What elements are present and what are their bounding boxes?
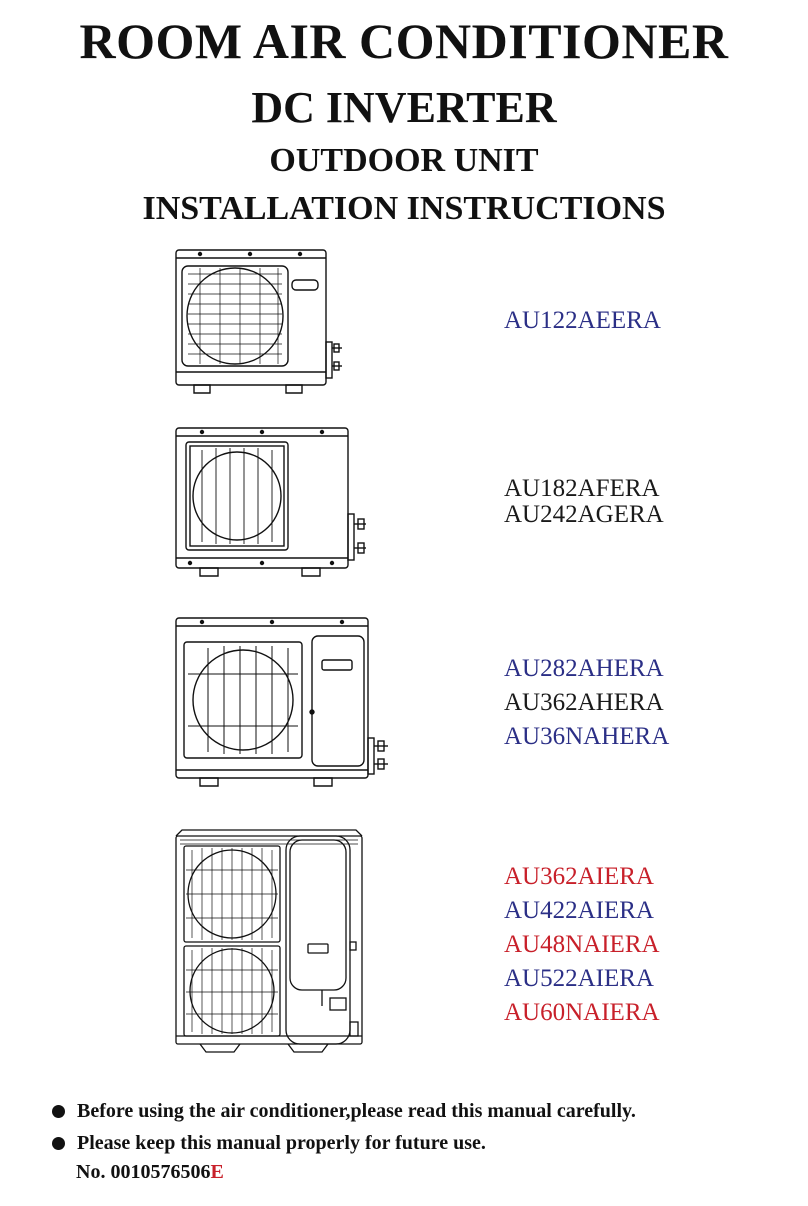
note-text: Before using the air conditioner,please … bbox=[77, 1099, 636, 1122]
outdoor-unit-dual-fan-illustration bbox=[170, 826, 370, 1062]
model-number: AU36NAHERA bbox=[504, 723, 670, 750]
model-list-unit-1: AU122AEERA bbox=[504, 304, 661, 338]
model-list-unit-4: AU362AIERA AU422AIERA AU48NAIERA AU522AI… bbox=[504, 860, 660, 1030]
outdoor-unit-small-illustration bbox=[170, 244, 350, 399]
model-number: AU48NAIERA bbox=[504, 931, 660, 958]
model-number: AU182AFERA bbox=[504, 475, 660, 502]
model-list-unit-2: AU182AFERA AU242AGERA bbox=[504, 472, 664, 532]
note-text: Please keep this manual properly for fut… bbox=[77, 1131, 486, 1154]
model-number: AU122AEERA bbox=[504, 307, 661, 334]
document-subtitle: DC INVERTER bbox=[251, 83, 557, 132]
model-number: AU522AIERA bbox=[504, 965, 654, 992]
outdoor-unit-medium-illustration bbox=[172, 424, 372, 584]
document-number: No. 0010576506E bbox=[76, 1161, 224, 1184]
bullet-icon bbox=[52, 1104, 65, 1118]
note-item: Please keep this manual properly for fut… bbox=[52, 1127, 636, 1159]
model-number: AU362AHERA bbox=[504, 689, 664, 716]
model-number: AU422AIERA bbox=[504, 897, 654, 924]
model-number: AU362AIERA bbox=[504, 863, 654, 890]
unit-type-heading: OUTDOOR UNIT bbox=[269, 142, 539, 179]
bullet-icon bbox=[52, 1136, 65, 1150]
model-list-unit-3: AU282AHERA AU362AHERA AU36NAHERA bbox=[504, 652, 669, 754]
instructions-heading: INSTALLATION INSTRUCTIONS bbox=[142, 190, 666, 227]
document-number-suffix: E bbox=[210, 1161, 224, 1183]
notes-list: Before using the air conditioner,please … bbox=[52, 1095, 636, 1159]
document-title: ROOM AIR CONDITIONER bbox=[79, 13, 729, 69]
model-number: AU282AHERA bbox=[504, 655, 664, 682]
document-number-prefix: No. 0010576506 bbox=[76, 1161, 211, 1183]
note-item: Before using the air conditioner,please … bbox=[52, 1095, 636, 1127]
outdoor-unit-large-illustration bbox=[172, 614, 404, 796]
model-number: AU60NAIERA bbox=[504, 999, 660, 1026]
model-number: AU242AGERA bbox=[504, 501, 664, 528]
